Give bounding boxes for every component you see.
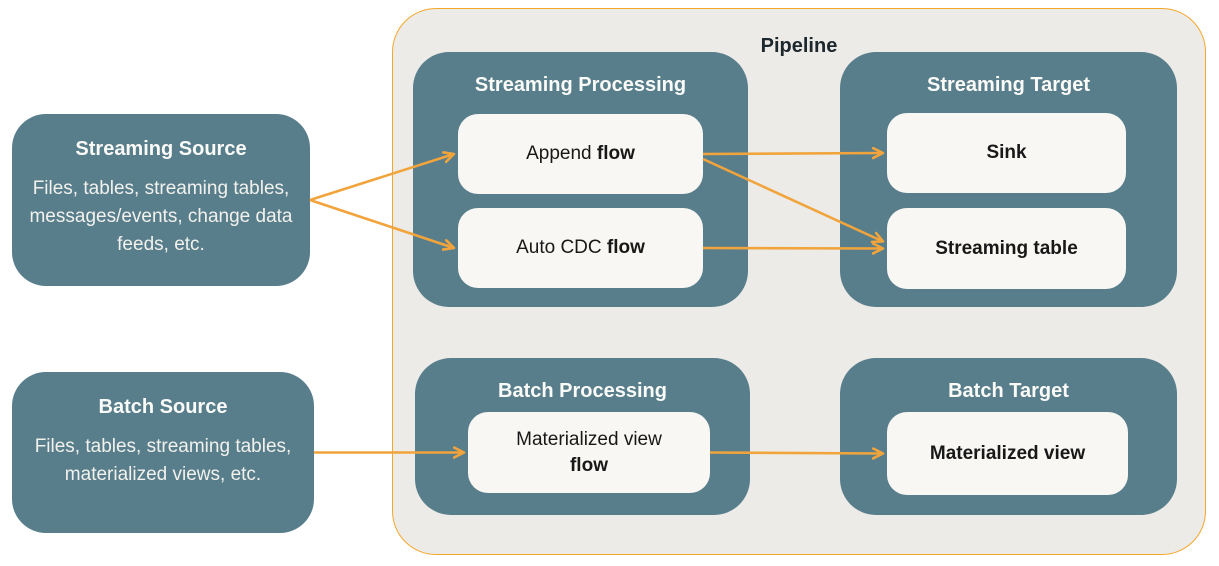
batch-processing-title: Batch Processing <box>498 380 667 402</box>
append-flow-node: Append flow <box>458 114 703 194</box>
batch-target-title: Batch Target <box>948 380 1069 402</box>
sink-label: Sink <box>986 142 1027 163</box>
append-flow-label: Append flow <box>526 143 635 164</box>
streaming-processing-title: Streaming Processing <box>474 74 687 96</box>
batch-source-box: Batch Source Files, tables, streaming ta… <box>12 372 314 533</box>
auto-cdc-flow-node: Auto CDC flow <box>458 208 703 288</box>
materialized-view-label: Materialized view <box>929 442 1086 464</box>
batch-source-description: Files, tables, streaming tables, materia… <box>34 436 292 485</box>
streaming-source-title: Streaming Source <box>75 138 247 160</box>
streaming-source-description: Files, tables, streaming tables, message… <box>29 178 293 255</box>
streaming-target-title: Streaming Target <box>927 74 1090 96</box>
streaming-table-label: Streaming table <box>935 237 1078 259</box>
pipeline-title: Pipeline <box>760 35 838 57</box>
streaming-source-box: Streaming Source Files, tables, streamin… <box>12 114 310 286</box>
auto-cdc-flow-label: Auto CDC flow <box>516 237 645 258</box>
streaming-table-node: Streaming table <box>887 208 1126 289</box>
batch-source-title: Batch Source <box>98 396 228 418</box>
sink-node: Sink <box>887 113 1126 193</box>
materialized-view-node: Materialized view <box>887 412 1128 495</box>
